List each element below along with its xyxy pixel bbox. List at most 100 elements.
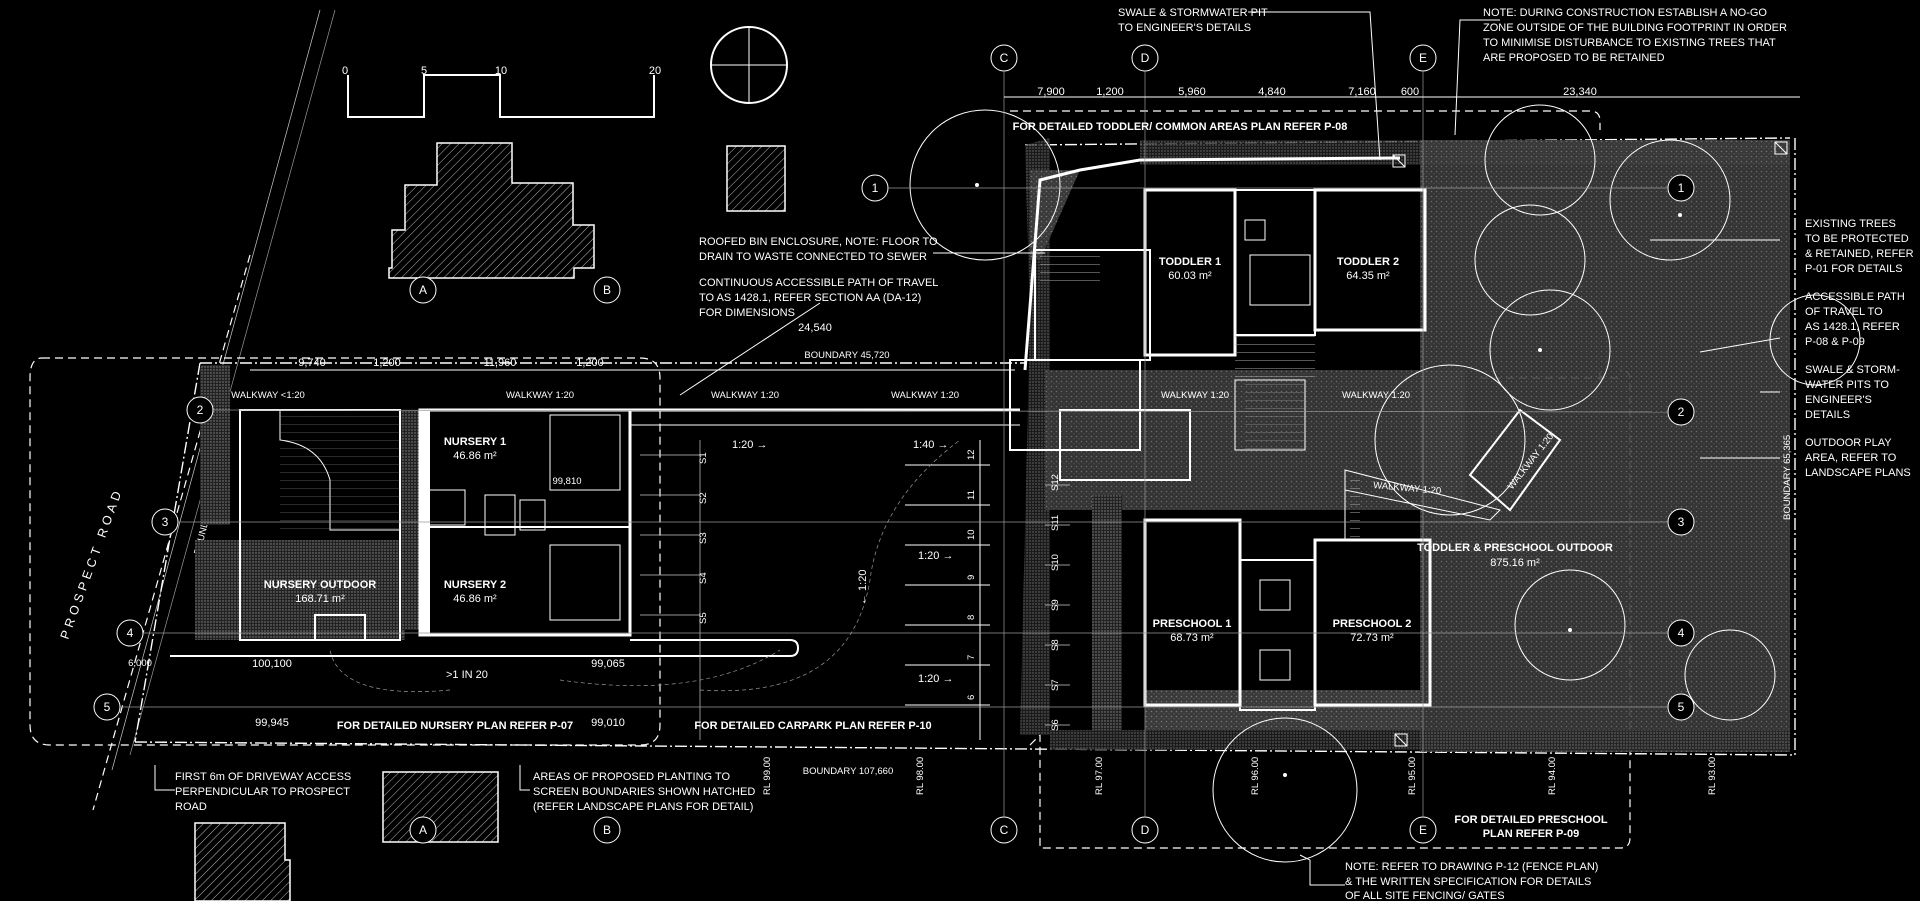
grid-row-2-left-icon: 2 [186, 396, 214, 424]
rl-labels: RL 99.00 RL 98.00 RL 97.00 RL 96.00 RL 9… [762, 757, 1718, 795]
svg-text:OF ALL SITE FENCING/ GATES: OF ALL SITE FENCING/ GATES [1345, 890, 1505, 901]
svg-text:CONTINUOUS ACCESSIBLE PATH OF: CONTINUOUS ACCESSIBLE PATH OF TRAVEL [699, 277, 938, 289]
grid-bubbles: C D E A B A B C D E 1 2 3 4 5 1 2 3 4 5 [93, 44, 1695, 844]
svg-text:3: 3 [162, 515, 169, 529]
svg-text:5: 5 [1678, 700, 1685, 714]
grid-col-a-bottom-icon: A [409, 816, 437, 844]
grid-col-c-bottom-icon: C [990, 816, 1018, 844]
svg-text:2: 2 [197, 403, 204, 417]
room-nursery-outdoor: NURSERY OUTDOOR [264, 579, 377, 591]
room-toddler-2: TODDLER 2 [1337, 256, 1399, 268]
svg-text:8: 8 [966, 615, 977, 620]
svg-text:LANDSCAPE PLANS: LANDSCAPE PLANS [1805, 467, 1911, 479]
svg-text:99,945: 99,945 [255, 717, 289, 729]
room-preschool-2: PRESCHOOL 2 [1333, 618, 1412, 630]
svg-text:46.86 m²: 46.86 m² [453, 450, 497, 462]
road-name: PROSPECT ROAD [58, 486, 126, 641]
svg-text:3: 3 [1678, 515, 1685, 529]
grid-col-e-bottom-icon: E [1409, 816, 1437, 844]
dimensions-left: 9,740 1,200 11,960 1,200 24,540 BOUNDARY… [128, 322, 1793, 777]
svg-text:NOTE: REFER TO DRAWING P-12 (F: NOTE: REFER TO DRAWING P-12 (FENCE PLAN) [1345, 861, 1598, 873]
svg-text:WALKWAY 1:20: WALKWAY 1:20 [506, 390, 574, 401]
svg-text:AS 1428.1, REFER: AS 1428.1, REFER [1805, 321, 1900, 333]
svg-text:EXISTING TREES: EXISTING TREES [1805, 218, 1896, 230]
svg-text:RL 95.00: RL 95.00 [1407, 757, 1418, 795]
svg-text:S9: S9 [1050, 599, 1061, 611]
svg-text:5: 5 [104, 700, 111, 714]
svg-text:1:20 →: 1:20 → [918, 673, 953, 685]
svg-text:RL 93.00: RL 93.00 [1707, 757, 1718, 795]
svg-text:10: 10 [966, 529, 977, 540]
svg-text:SCREEN BOUNDARIES SHOWN HATCHE: SCREEN BOUNDARIES SHOWN HATCHED [533, 786, 755, 798]
svg-text:PERPENDICULAR TO PROSPECT: PERPENDICULAR TO PROSPECT [175, 786, 350, 798]
svg-text:5,960: 5,960 [1178, 86, 1206, 98]
svg-text:WATER PITS TO: WATER PITS TO [1805, 379, 1889, 391]
svg-text:ZONE OUTSIDE OF THE BUILDING F: ZONE OUTSIDE OF THE BUILDING FOOTPRINT I… [1483, 22, 1787, 34]
svg-text:S7: S7 [1050, 679, 1061, 691]
svg-text:100,100: 100,100 [252, 658, 292, 670]
svg-text:SWALE & STORMWATER PIT: SWALE & STORMWATER PIT [1118, 7, 1268, 19]
grid-row-3-left-icon: 3 [151, 508, 179, 536]
svg-text:60.03 m²: 60.03 m² [1168, 270, 1212, 282]
svg-text:& THE WRITTEN SPECIFICATION FO: & THE WRITTEN SPECIFICATION FOR DETAILS [1345, 876, 1591, 888]
ref-preschool-plan-2: PLAN REFER P-09 [1483, 828, 1580, 840]
grid-col-a-icon: A [409, 276, 437, 304]
room-toddler-1: TODDLER 1 [1159, 256, 1221, 268]
svg-text:24,540: 24,540 [798, 322, 832, 334]
svg-text:875.16 m²: 875.16 m² [1490, 557, 1540, 569]
scale-tick-0: 0 [342, 65, 348, 77]
svg-text:B: B [603, 283, 611, 297]
svg-text:1,200: 1,200 [1096, 86, 1124, 98]
svg-text:7,160: 7,160 [1348, 86, 1376, 98]
north-arrow-icon [710, 26, 788, 104]
grid-col-d-top-icon: D [1131, 44, 1159, 72]
svg-text:64.35 m²: 64.35 m² [1346, 270, 1390, 282]
svg-text:A: A [419, 283, 427, 297]
ref-carpark-plan: FOR DETAILED CARPARK PLAN REFER P-10 [694, 720, 931, 732]
annotation-notes: SWALE & STORMWATER PIT TO ENGINEER'S DET… [154, 7, 1914, 901]
boundary-top: BOUNDARY 45,720 [804, 350, 889, 361]
site-markers [314, 141, 1788, 747]
svg-text:WALKWAY 1:20: WALKWAY 1:20 [891, 390, 959, 401]
svg-text:A: A [419, 823, 427, 837]
svg-text:TO ENGINEER'S DETAILS: TO ENGINEER'S DETAILS [1118, 22, 1251, 34]
ref-preschool-plan-1: FOR DETAILED PRESCHOOL [1454, 814, 1607, 826]
svg-text:S6: S6 [1050, 719, 1061, 731]
slope-labels: 1:20 → 1:40 → 1:20 → 1:20 → ← 1:20 >1 IN… [446, 439, 953, 685]
grid-col-e-top-icon: E [1409, 44, 1437, 72]
svg-text:>1 IN 20: >1 IN 20 [446, 669, 488, 681]
svg-text:1: 1 [1678, 181, 1685, 195]
svg-text:OF TRAVEL TO: OF TRAVEL TO [1805, 306, 1883, 318]
svg-text:AREA, REFER TO: AREA, REFER TO [1805, 452, 1897, 464]
svg-text:7,900: 7,900 [1037, 86, 1065, 98]
neighbour-buildings [194, 142, 786, 901]
svg-text:600: 600 [1401, 86, 1419, 98]
svg-text:← 1:20: ← 1:20 [857, 570, 869, 605]
svg-text:E: E [1419, 823, 1427, 837]
grid-col-d-bottom-icon: D [1131, 816, 1159, 844]
nursery-building [239, 408, 632, 641]
ref-nursery-plan: FOR DETAILED NURSERY PLAN REFER P-07 [337, 720, 573, 732]
grid-col-b-icon: B [593, 276, 621, 304]
scale-tick-10: 10 [495, 65, 507, 77]
svg-text:& RETAINED, REFER: & RETAINED, REFER [1805, 248, 1914, 260]
svg-text:RL 97.00: RL 97.00 [1094, 757, 1105, 795]
svg-text:RL 96.00: RL 96.00 [1250, 757, 1261, 795]
svg-text:9: 9 [966, 575, 977, 580]
room-nursery-2: NURSERY 2 [444, 579, 506, 591]
svg-text:1:20 →: 1:20 → [732, 439, 767, 451]
plan-references: FOR DETAILED TODDLER/ COMMON AREAS PLAN … [337, 121, 1608, 840]
svg-text:ARE PROPOSED TO BE RETAINED: ARE PROPOSED TO BE RETAINED [1483, 52, 1665, 64]
svg-text:TO MINIMISE DISTURBANCE TO EXI: TO MINIMISE DISTURBANCE TO EXISTING TREE… [1483, 37, 1776, 49]
svg-text:1:40 →: 1:40 → [913, 439, 948, 451]
svg-text:SWALE & STORM-: SWALE & STORM- [1805, 364, 1900, 376]
scale-tick-20: 20 [649, 65, 661, 77]
grid-row-5-left-icon: 5 [93, 693, 121, 721]
boundary-bottom: BOUNDARY 107,660 [803, 766, 893, 777]
svg-text:FOR DIMENSIONS: FOR DIMENSIONS [699, 307, 795, 319]
parking-labels: S1 S2 S3 S4 S5 S6 S7 S8 S9 S10 S11 S12 6… [698, 449, 1061, 731]
svg-text:S4: S4 [698, 572, 709, 584]
room-preschool-1: PRESCHOOL 1 [1153, 618, 1232, 630]
svg-text:C: C [1000, 823, 1009, 837]
svg-text:1,200: 1,200 [373, 357, 401, 369]
